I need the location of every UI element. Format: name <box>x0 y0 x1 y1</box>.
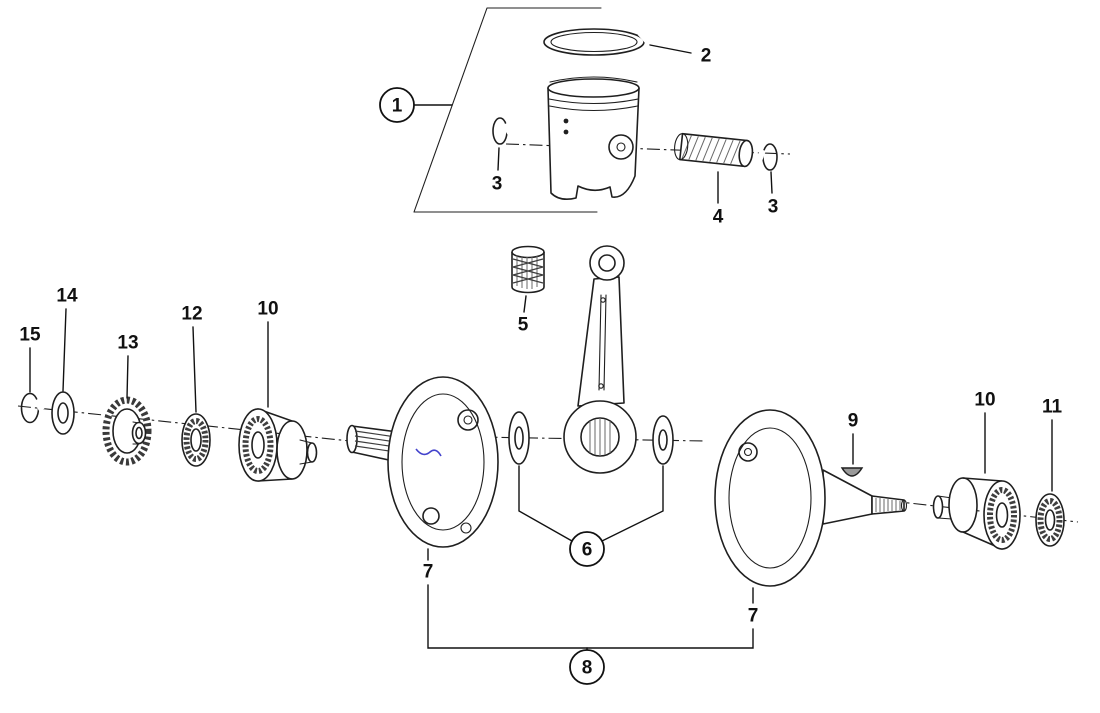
leader-lines <box>29 44 1053 604</box>
callout-10-right: 10 <box>974 390 995 411</box>
callout-3-right: 3 <box>768 197 779 218</box>
callout-6-circle <box>569 531 605 567</box>
piston-pin <box>674 132 754 168</box>
crankshaft-assembly-bracket <box>427 584 754 651</box>
piston <box>547 76 640 200</box>
callout-14: 14 <box>56 286 78 307</box>
callout-5: 5 <box>518 315 529 336</box>
woodruff-key <box>840 467 864 477</box>
crank-web-left <box>346 376 499 548</box>
callout-4: 4 <box>713 207 724 228</box>
conrod-kit-bracket <box>518 465 664 542</box>
callout-11: 11 <box>1042 397 1063 418</box>
main-bearing-left <box>238 408 318 482</box>
callout-8: 8 <box>582 658 593 679</box>
callout-7-left: 7 <box>423 562 434 583</box>
circlip-right <box>756 143 778 171</box>
callout-9: 9 <box>848 411 859 432</box>
connecting-rod <box>563 245 637 474</box>
centerlines <box>17 143 1079 523</box>
callout-1: 1 <box>392 96 403 117</box>
callout-6: 6 <box>582 540 593 561</box>
piston-assembly-bracket <box>413 7 602 213</box>
spacer-ring <box>181 413 211 467</box>
callout-1-circle <box>379 87 415 123</box>
circlip-left <box>492 117 513 145</box>
thrust-washer-left <box>508 411 530 465</box>
callout-3-left: 3 <box>492 174 503 195</box>
thrust-washer-right <box>652 415 674 465</box>
oil-seal <box>1035 493 1065 547</box>
callout-7-right: 7 <box>748 606 759 627</box>
callout-8-circle <box>569 649 605 685</box>
callouts: 1 2 3 4 3 5 6 7 7 8 9 10 10 11 12 13 14 … <box>19 46 1062 685</box>
piston-ring <box>543 28 653 56</box>
snap-ring <box>20 392 45 424</box>
pen-mark <box>415 448 442 457</box>
crank-web-right <box>714 409 908 587</box>
callout-12: 12 <box>181 304 202 325</box>
small-end-needle-bearing <box>511 245 545 294</box>
callout-13: 13 <box>117 333 138 354</box>
callout-10-left: 10 <box>257 299 278 320</box>
callout-15: 15 <box>19 325 41 346</box>
callout-2: 2 <box>701 46 712 67</box>
primary-gear <box>102 396 152 466</box>
washer <box>51 391 75 435</box>
main-bearing-right <box>932 477 1021 550</box>
